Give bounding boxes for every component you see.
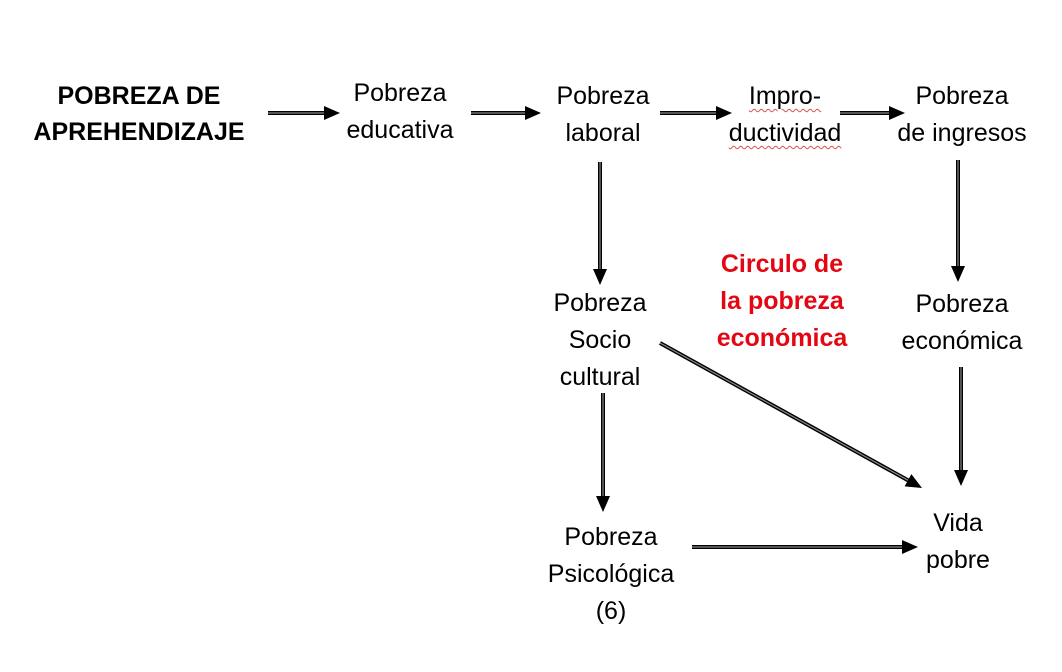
- arrow-economica-to-vida_pobre: [954, 367, 968, 486]
- arrow-head-icon: [904, 474, 922, 488]
- node-pobreza-de-aprehendizaje: POBREZA DE APREHENDIZAJE: [33, 78, 244, 150]
- node-vida-pobre: Vida pobre: [926, 505, 990, 579]
- arrow-educativa-to-laboral: [471, 106, 541, 120]
- node-line: (6): [595, 597, 627, 625]
- arrow-head-icon: [951, 266, 965, 282]
- node-line: APREHENDIZAJE: [33, 118, 245, 146]
- node-line: Pobreza: [915, 82, 1009, 110]
- node-line: Pobreza: [553, 289, 647, 317]
- node-line: Impro-: [748, 82, 822, 110]
- arrow-aprehendizaje-to-educativa: [268, 106, 340, 120]
- arrow-sociocultural-to-psicologica: [596, 393, 610, 512]
- node-line: Vida: [933, 509, 983, 537]
- node-line: pobre: [926, 546, 990, 574]
- arrow-ingresos-to-economica: [951, 160, 965, 282]
- arrow-sociocultural-to-vida_pobre: [659, 341, 922, 488]
- arrow-head-icon: [889, 106, 905, 120]
- arrow-improductividad-to-ingresos: [840, 106, 905, 120]
- node-pobreza-laboral: Pobreza laboral: [556, 78, 649, 152]
- annotation-circulo-pobreza-economica: Circulo de la pobreza económica: [717, 246, 848, 357]
- node-line: laboral: [565, 119, 641, 147]
- node-line: educativa: [346, 116, 454, 144]
- node-line: Pobreza: [564, 523, 658, 551]
- arrow-laboral-to-sociocultural: [593, 162, 607, 285]
- node-improductividad: Impro- ductividad: [729, 78, 842, 152]
- node-line: Socio: [568, 326, 632, 354]
- node-line: Pobreza: [915, 290, 1009, 318]
- arrow-head-icon: [954, 470, 968, 486]
- node-line: de ingresos: [897, 119, 1027, 147]
- arrow-head-icon: [525, 106, 541, 120]
- arrow-head-icon: [596, 496, 610, 512]
- arrow-psicologica-to-vida_pobre: [692, 540, 918, 554]
- arrow-head-icon: [593, 269, 607, 285]
- node-pobreza-economica: Pobreza económica: [902, 286, 1023, 360]
- annotation-line: Circulo de: [720, 250, 844, 278]
- node-line: cultural: [559, 363, 641, 391]
- node-line: POBREZA DE: [57, 82, 221, 110]
- node-line: Psicológica: [547, 560, 675, 588]
- node-line: económica: [901, 327, 1023, 355]
- node-pobreza-de-ingresos: Pobreza de ingresos: [897, 78, 1026, 152]
- arrow-laboral-to-improductividad: [660, 106, 732, 120]
- node-line: ductividad: [728, 119, 842, 147]
- node-pobreza-psicologica: Pobreza Psicológica (6): [548, 519, 674, 630]
- arrow-head-icon: [716, 106, 732, 120]
- arrow-head-icon: [902, 540, 918, 554]
- arrow-head-icon: [324, 106, 340, 120]
- node-pobreza-socio-cultural: Pobreza Socio cultural: [553, 285, 646, 396]
- node-line: Pobreza: [556, 82, 650, 110]
- node-pobreza-educativa: Pobreza educativa: [346, 75, 453, 149]
- arrow-shaft-inner: [659, 342, 912, 483]
- annotation-line: económica: [716, 324, 848, 352]
- node-line: Pobreza: [353, 79, 447, 107]
- annotation-line: la pobreza: [720, 287, 844, 315]
